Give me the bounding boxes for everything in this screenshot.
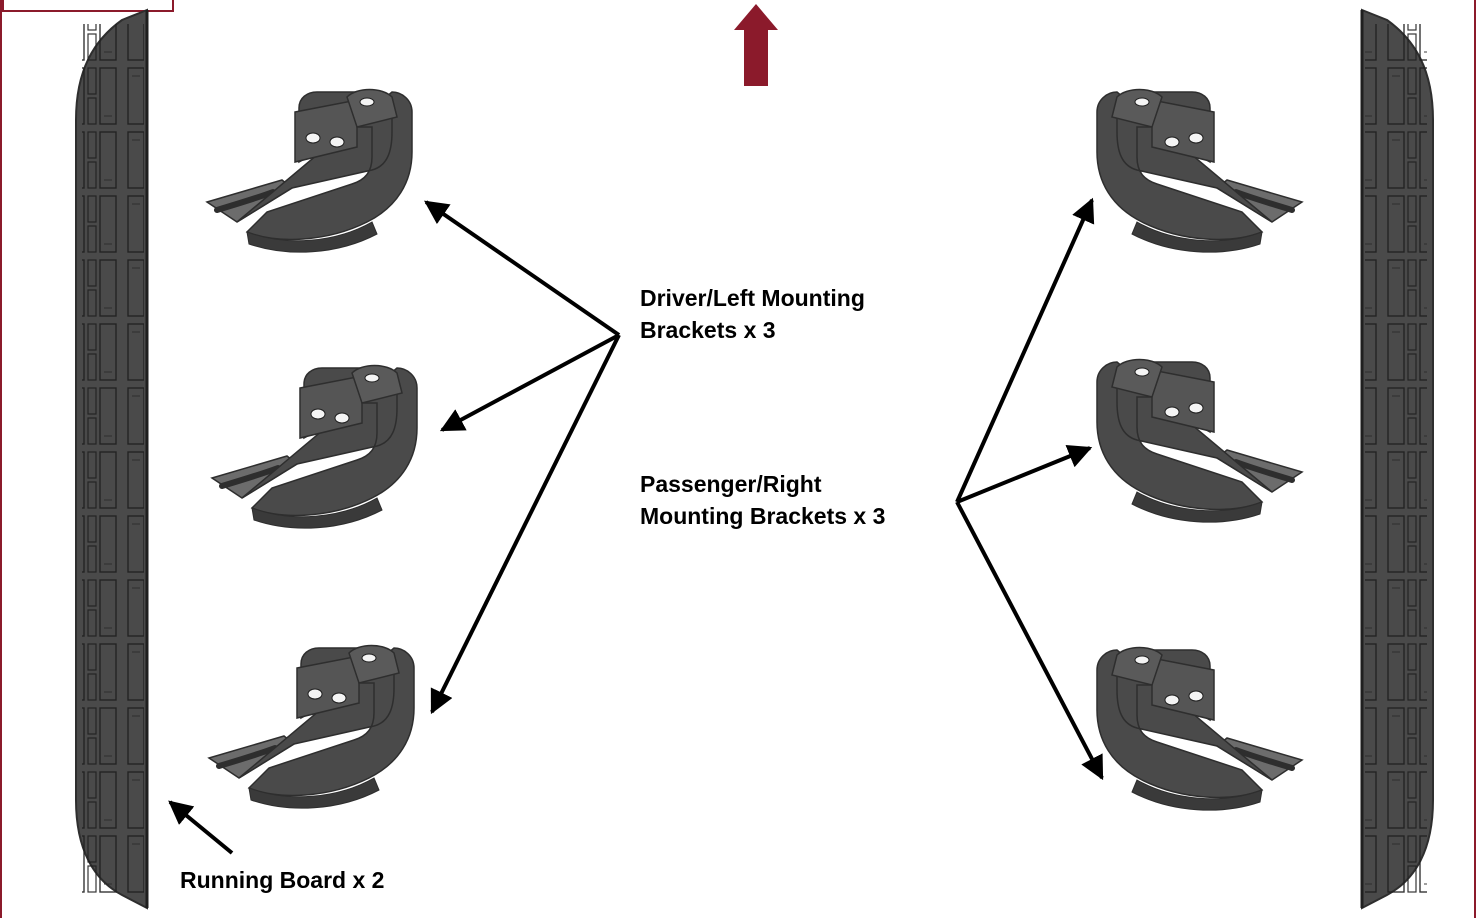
driver-bracket-1 [207,90,412,253]
driver-label-line-1: Driver/Left Mounting [640,285,865,311]
forward-direction-up-arrow-icon [734,4,778,86]
driver-arrow-icon-1 [424,200,621,337]
left-running-board [75,8,149,910]
driver-arrow-icon-3 [430,334,621,715]
right-running-board [1360,8,1434,910]
passenger-leader-arrows [955,197,1104,781]
passenger-label-line-2: Mounting Brackets x 3 [640,503,886,529]
passenger-bracket-2 [1097,360,1302,523]
passenger-arrow-icon-2 [956,445,1093,504]
running-board-leader-arrow-icon [168,800,234,855]
running-board-label: Running Board x 2 [180,867,385,893]
driver-brackets-label: Driver/Left Mounting Brackets x 3 [640,282,865,346]
driver-bracket-2 [212,366,417,529]
frame-tab [2,0,174,12]
driver-arrow-icon-2 [439,333,620,432]
driver-leader-arrows [424,200,621,715]
driver-label-line-2: Brackets x 3 [640,317,776,343]
passenger-bracket-1 [1097,90,1302,253]
passenger-label-line-1: Passenger/Right [640,471,822,497]
passenger-arrow-icon-3 [955,501,1104,781]
passenger-arrow-icon-1 [955,197,1095,503]
passenger-bracket-3 [1097,648,1302,811]
driver-bracket-3 [209,646,414,809]
passenger-brackets-label: Passenger/Right Mounting Brackets x 3 [640,468,885,532]
